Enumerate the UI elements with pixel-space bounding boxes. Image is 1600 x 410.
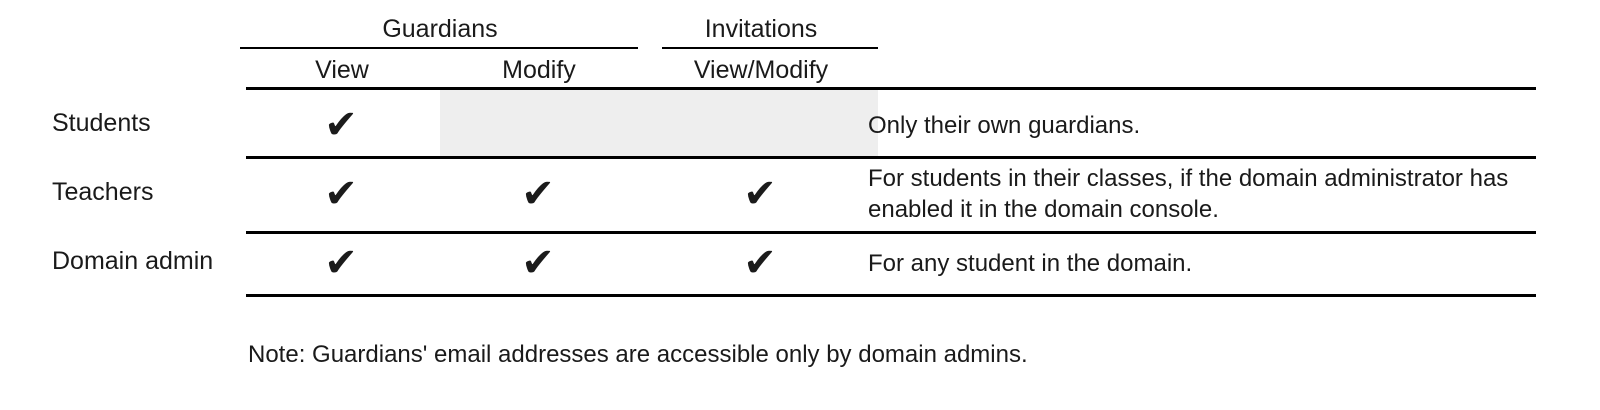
checkmark-icon-students-guardians-view: ✔ (324, 102, 358, 148)
row-description-domain-admin: For any student in the domain. (868, 250, 1193, 277)
column-header-modify: Modify (502, 56, 576, 84)
row-description-students: Only their own guardians. (868, 112, 1141, 139)
row-rule-2 (246, 231, 1536, 234)
checkmark-icon-domain-admin-guardians-modify: ✔ (521, 240, 555, 286)
row-label-domain-admin: Domain admin (52, 247, 214, 275)
row-label-students: Students (52, 109, 151, 137)
row-rule-1 (246, 156, 1536, 159)
column-header-view: View (315, 56, 369, 84)
table-note: Note: Guardians' email addresses are acc… (248, 341, 1028, 368)
header-rule (246, 87, 1536, 90)
row-label-teachers: Teachers (52, 178, 154, 206)
checkmark-icon-teachers-guardians-modify: ✔ (521, 171, 555, 217)
checkmark-icon-domain-admin-guardians-view: ✔ (324, 240, 358, 286)
checkmark-icon-teachers-invitations-view-modify: ✔ (743, 171, 777, 217)
row-rule-3 (246, 294, 1536, 297)
group-rule-guardians (240, 47, 638, 49)
checkmark-icon-teachers-guardians-view: ✔ (324, 171, 358, 217)
checkmark-icon-domain-admin-invitations-view-modify: ✔ (743, 240, 777, 286)
group-rule-invitations (662, 47, 878, 49)
group-header-guardians: Guardians (382, 15, 498, 43)
row-description-teachers: For students in their classes, if the do… (868, 165, 1509, 223)
column-header-view-modify: View/Modify (693, 56, 829, 84)
cell-students-unavailable-shade (440, 90, 878, 156)
group-header-invitations: Invitations (704, 15, 818, 43)
